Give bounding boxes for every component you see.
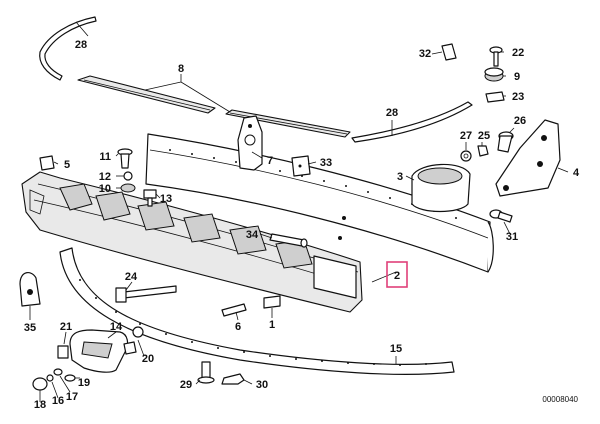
center-bracket [237, 115, 263, 171]
callout-1: 1 [269, 319, 275, 331]
callout-33: 33 [320, 157, 332, 169]
callout-17: 17 [66, 391, 78, 403]
callout-18: 18 [34, 399, 46, 411]
socket-17 [53, 368, 63, 376]
rubber-mount-9 [484, 67, 504, 82]
callout-22: 22 [512, 47, 524, 59]
callout-2: 2 [394, 270, 400, 282]
bumper-bracket [411, 163, 471, 213]
callout-28-right: 28 [386, 107, 398, 119]
drawing-code: 00008040 [542, 395, 578, 404]
callout-labels: 28 8 32 22 9 23 28 27 25 26 7 33 5 11 12… [24, 39, 580, 411]
screw-31 [489, 209, 513, 223]
callout-9: 9 [514, 71, 520, 83]
nut-27 [460, 150, 472, 162]
callout-15: 15 [390, 343, 402, 355]
bulb-16 [46, 374, 54, 382]
grommet-10 [120, 183, 136, 193]
screw-22 [489, 46, 503, 67]
nut-23 [485, 91, 505, 103]
callout-3: 3 [397, 171, 403, 183]
callout-5: 5 [64, 159, 70, 171]
clip-21 [57, 345, 69, 359]
callout-19: 19 [78, 377, 90, 389]
lamp-14 [69, 329, 129, 373]
screw-6 [221, 303, 247, 317]
callout-12: 12 [99, 171, 111, 183]
callout-24: 24 [125, 271, 138, 283]
bolt-26 [497, 131, 514, 153]
bolt-11 [117, 148, 133, 169]
callout-21: 21 [60, 321, 72, 333]
lower-strip [59, 247, 455, 375]
callout-23: 23 [512, 91, 524, 103]
bolt-34 [269, 233, 308, 248]
bracket-35 [19, 272, 41, 307]
clip-5 [39, 155, 55, 171]
callout-29: 29 [180, 379, 192, 391]
callout-25: 25 [478, 130, 490, 142]
washer-19 [64, 374, 76, 382]
leader-lines [29, 21, 569, 402]
callout-30: 30 [256, 379, 268, 391]
side-support [495, 119, 561, 197]
screw-29 [197, 361, 215, 384]
callout-13: 13 [160, 193, 172, 205]
clip-1 [263, 295, 281, 309]
callout-34: 34 [246, 229, 259, 241]
trim-strip-right [351, 101, 473, 143]
callout-11: 11 [99, 151, 111, 163]
rubber-strip-left [77, 75, 216, 114]
callout-16: 16 [52, 395, 64, 407]
bumper-carrier [21, 171, 363, 313]
callout-7: 7 [267, 155, 273, 167]
callout-6: 6 [235, 321, 241, 333]
pad [291, 155, 311, 177]
callout-2-highlight [386, 261, 408, 288]
trim-strip-upper [39, 16, 97, 81]
washer-12 [123, 171, 133, 181]
callout-4: 4 [573, 167, 580, 179]
callout-32: 32 [419, 48, 431, 60]
callout-26: 26 [514, 115, 526, 127]
callout-14: 14 [110, 321, 123, 333]
clip-30 [221, 373, 245, 385]
nut-20b [123, 341, 137, 355]
nut-25 [477, 145, 489, 157]
cap-18 [32, 377, 48, 391]
grommet-20 [132, 326, 144, 338]
callout-20: 20 [142, 353, 154, 365]
callout-31: 31 [506, 231, 518, 243]
screw-13 [143, 189, 157, 207]
callout-8: 8 [178, 63, 184, 75]
clip-32 [441, 43, 457, 61]
bolt-24 [115, 285, 177, 303]
callout-27: 27 [460, 130, 472, 142]
callout-28-upper: 28 [75, 39, 87, 51]
callout-10: 10 [99, 183, 111, 195]
callout-35: 35 [24, 322, 36, 334]
